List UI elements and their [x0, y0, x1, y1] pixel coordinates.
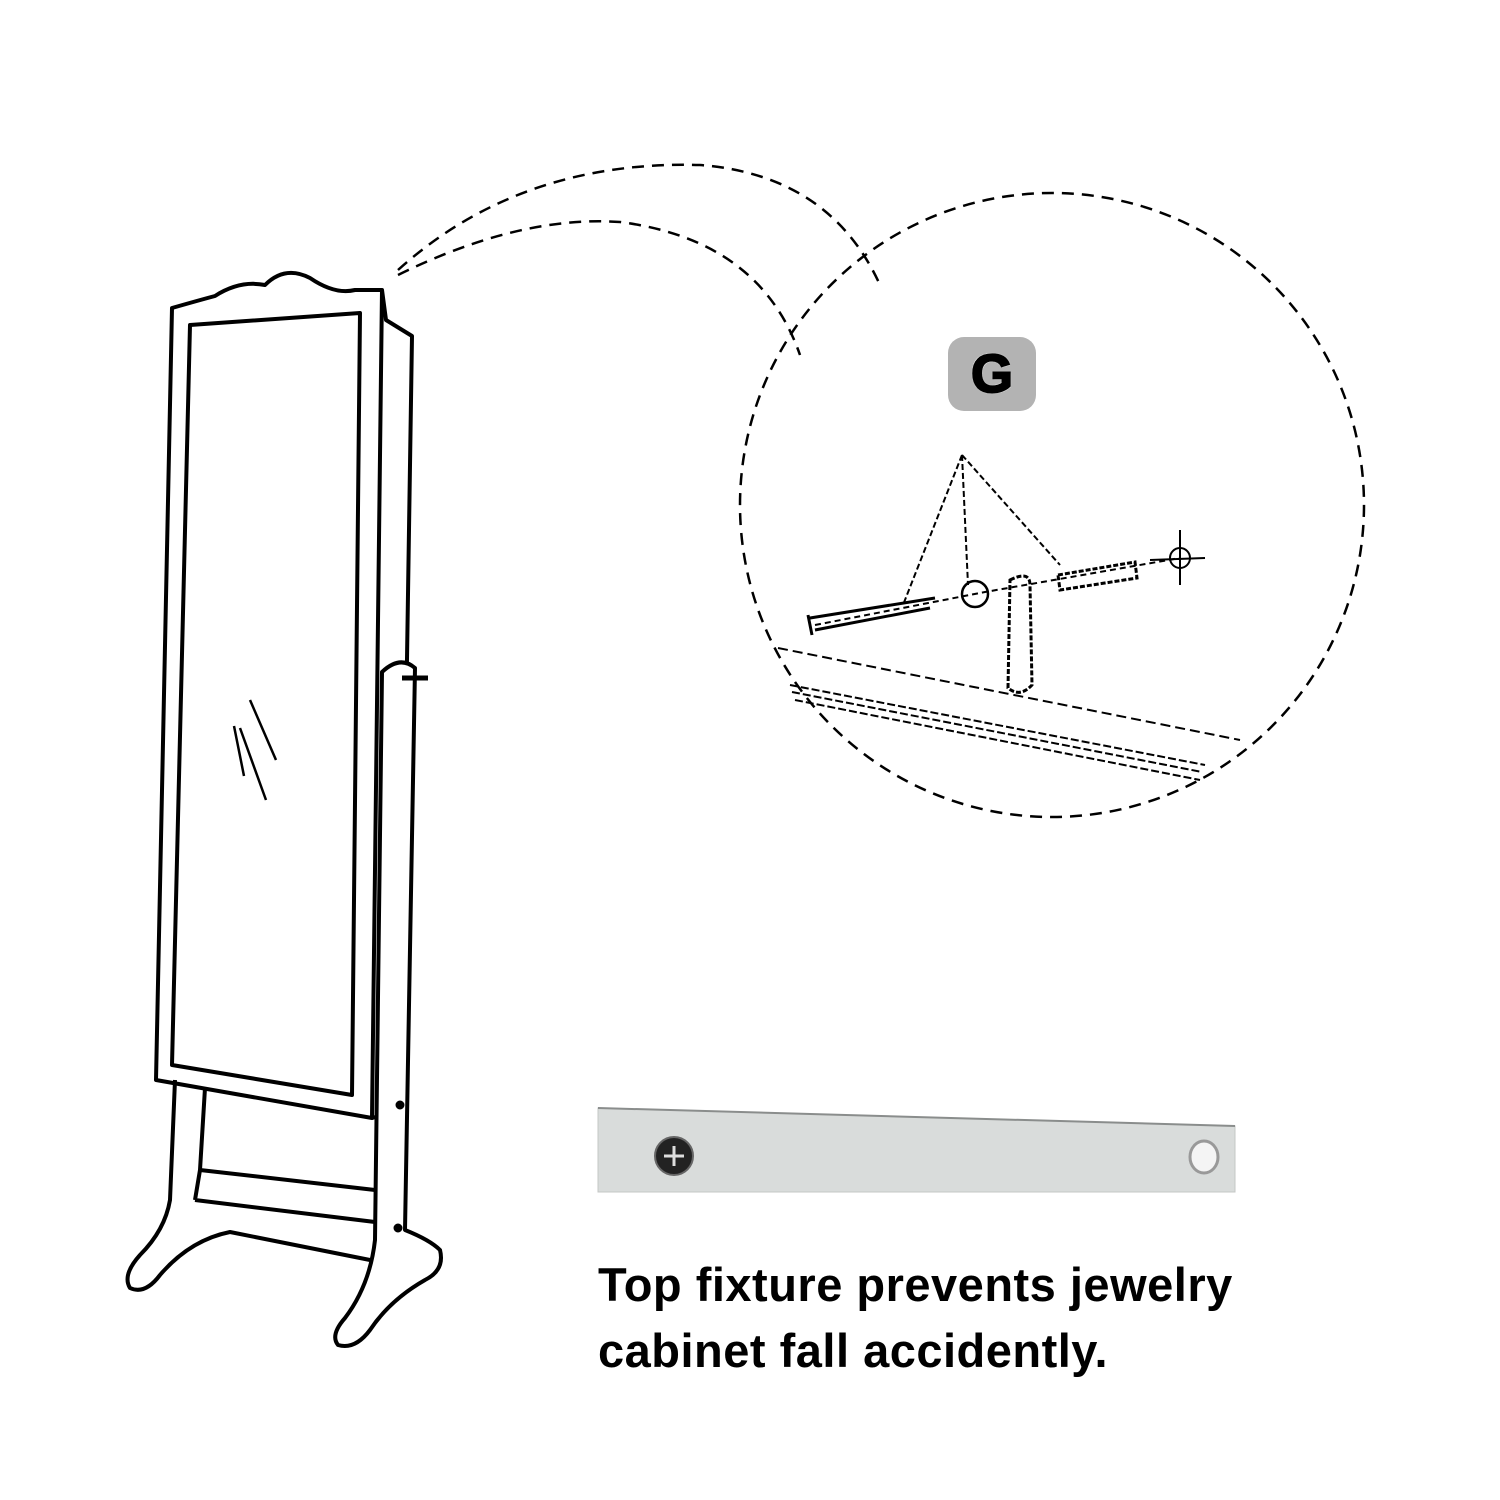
caption: Top fixture prevents jewelry cabinet fal…	[598, 1252, 1458, 1384]
caption-line-1: Top fixture prevents jewelry	[598, 1258, 1233, 1311]
strap-photo	[597, 1107, 1236, 1193]
detail-view	[777, 454, 1241, 781]
caption-line-2: cabinet fall accidently.	[598, 1324, 1109, 1377]
part-label-badge: G	[948, 337, 1036, 411]
detail-callout	[397, 163, 1366, 819]
wall-anchor-icon	[1056, 560, 1139, 592]
strap-icon	[1006, 574, 1034, 694]
washer-icon	[960, 579, 990, 609]
grommet-icon	[1188, 1139, 1220, 1175]
jewelry-cabinet-mirror	[125, 270, 443, 1348]
screw-icon	[806, 596, 936, 636]
